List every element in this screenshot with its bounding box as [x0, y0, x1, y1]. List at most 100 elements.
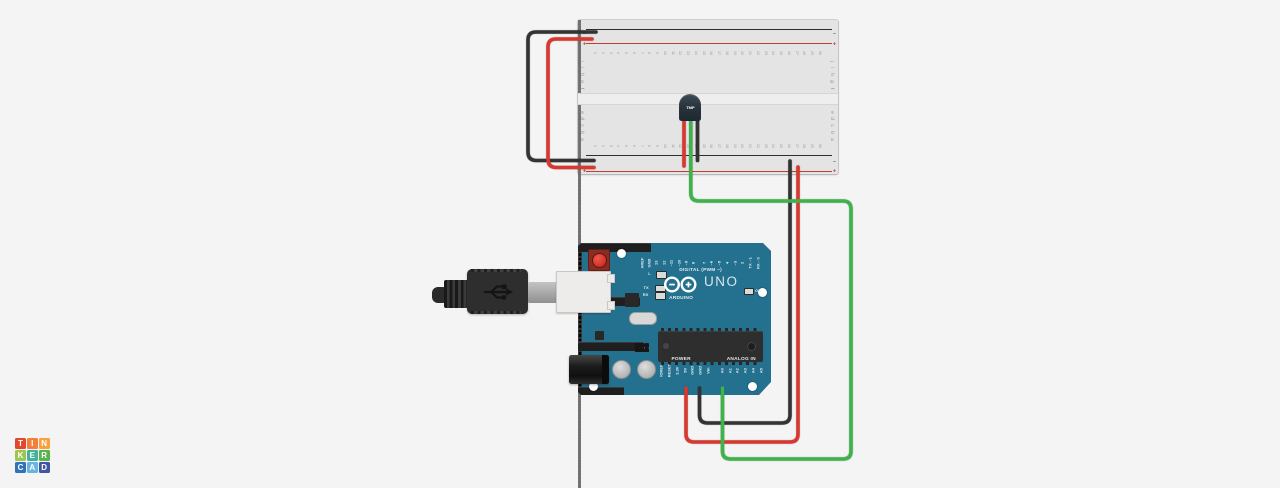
column-number-text: 18 — [725, 144, 729, 148]
breadboard-hole[interactable] — [578, 411, 581, 415]
breadboard-hole[interactable] — [578, 229, 581, 233]
breadboard-hole[interactable] — [578, 464, 581, 468]
breadboard-hole[interactable] — [578, 428, 581, 432]
voltage-regulator — [595, 331, 604, 340]
breadboard-hole[interactable] — [578, 238, 581, 241]
breadboard-hole[interactable] — [578, 176, 581, 180]
breadboard-hole[interactable] — [578, 182, 581, 186]
breadboard-hole[interactable] — [578, 481, 581, 485]
breadboard-hole[interactable] — [578, 417, 581, 420]
breadboard-hole[interactable] — [578, 201, 581, 205]
pin-socket[interactable] — [578, 265, 582, 270]
breadboard-hole[interactable] — [578, 171, 581, 174]
power-header[interactable] — [578, 342, 644, 351]
breadboard-hole[interactable] — [578, 447, 581, 451]
pin-socket[interactable] — [578, 315, 582, 320]
power-header-pin-label: IOREF — [659, 364, 664, 377]
breadboard-hole[interactable] — [578, 185, 581, 188]
breadboard-hole[interactable] — [578, 431, 581, 434]
breadboard-hole[interactable] — [578, 173, 581, 177]
column-number-text: 24 — [771, 144, 776, 148]
breadboard-hole[interactable] — [578, 397, 581, 401]
reset-button[interactable] — [592, 253, 606, 267]
breadboard-hole[interactable] — [578, 405, 581, 409]
breadboard-hole[interactable] — [578, 25, 581, 29]
digital-header-left[interactable] — [578, 243, 651, 252]
icsp-header[interactable] — [635, 343, 649, 352]
column-number: 18 — [724, 51, 729, 55]
breadboard-hole[interactable] — [578, 204, 581, 208]
breadboard-hole[interactable] — [578, 436, 581, 440]
breadboard-hole[interactable] — [578, 168, 581, 172]
pin-socket[interactable] — [578, 351, 582, 356]
breadboard-hole[interactable] — [578, 456, 581, 460]
breadboard-hole[interactable] — [578, 439, 581, 443]
breadboard-hole[interactable] — [578, 215, 581, 219]
breadboard-hole[interactable] — [578, 193, 581, 197]
breadboard-hole[interactable] — [578, 461, 581, 465]
pin-socket[interactable] — [578, 333, 582, 338]
digital-header-right-pin-label: 7 — [701, 261, 706, 265]
pin-socket[interactable] — [578, 337, 582, 342]
breadboard-hole[interactable] — [578, 433, 581, 437]
column-number-text: 21 — [748, 144, 752, 148]
breadboard-hole[interactable] — [578, 190, 581, 194]
rail-line — [586, 170, 832, 172]
breadboard-hole[interactable] — [578, 484, 581, 488]
breadboard-hole[interactable] — [578, 450, 581, 454]
breadboard-hole[interactable] — [578, 425, 581, 429]
breadboard-hole[interactable] — [578, 453, 581, 457]
breadboard-hole[interactable] — [578, 196, 581, 199]
breadboard-hole[interactable] — [578, 419, 581, 423]
breadboard-hole[interactable] — [578, 212, 581, 216]
breadboard-hole[interactable] — [578, 221, 581, 225]
breadboard-hole[interactable] — [578, 400, 581, 404]
breadboard-hole[interactable] — [578, 240, 581, 244]
breadboard-hole[interactable] — [578, 22, 581, 26]
column-number-text: 23 — [763, 51, 768, 55]
row-letter: i — [580, 66, 585, 70]
breadboard-hole[interactable] — [578, 403, 581, 406]
usb-cable-strain-relief — [444, 280, 469, 308]
breadboard-hole[interactable] — [578, 224, 581, 227]
digital-header-left-pin-label: ~11 — [668, 259, 674, 267]
breadboard-hole[interactable] — [578, 422, 581, 426]
breadboard-hole[interactable] — [578, 394, 581, 398]
breadboard-hole[interactable] — [578, 467, 581, 471]
breadboard-hole[interactable] — [578, 470, 581, 474]
breadboard-hole[interactable] — [578, 473, 581, 476]
breadboard-hole[interactable] — [578, 210, 581, 213]
pin-socket[interactable] — [578, 252, 582, 257]
breadboard-hole[interactable] — [578, 218, 581, 222]
column-number-text: 8 — [647, 52, 652, 54]
breadboard-hole[interactable] — [578, 20, 581, 23]
column-number: 29 — [810, 51, 815, 55]
breadboard-hole[interactable] — [578, 408, 581, 412]
pin-socket[interactable] — [578, 328, 582, 333]
breadboard-hole[interactable] — [578, 459, 581, 462]
analog-header[interactable] — [578, 387, 624, 395]
pin-socket[interactable] — [578, 256, 582, 261]
row-letter: f — [580, 86, 585, 90]
breadboard-hole[interactable] — [578, 414, 581, 418]
pin-socket[interactable] — [578, 319, 582, 324]
breadboard-hole[interactable] — [578, 478, 581, 482]
breadboard-hole[interactable] — [578, 28, 581, 32]
breadboard-hole[interactable] — [578, 226, 581, 230]
breadboard-hole[interactable] — [578, 475, 581, 479]
tmp-sensor-body[interactable]: TMP — [679, 94, 701, 121]
pin-socket[interactable] — [578, 261, 582, 266]
breadboard-hole[interactable] — [578, 179, 581, 183]
breadboard-hole[interactable] — [578, 445, 581, 448]
analog-header-pin-label: A1 — [727, 367, 732, 374]
breadboard-hole[interactable] — [578, 442, 581, 446]
pin-socket[interactable] — [578, 382, 582, 387]
breadboard-hole[interactable] — [578, 207, 581, 211]
pin-socket[interactable] — [578, 324, 582, 329]
breadboard-hole[interactable] — [578, 235, 581, 239]
breadboard-hole[interactable] — [578, 187, 581, 191]
breadboard-hole[interactable] — [578, 232, 581, 236]
column-number: 11 — [670, 51, 675, 55]
breadboard-hole[interactable] — [578, 199, 581, 202]
